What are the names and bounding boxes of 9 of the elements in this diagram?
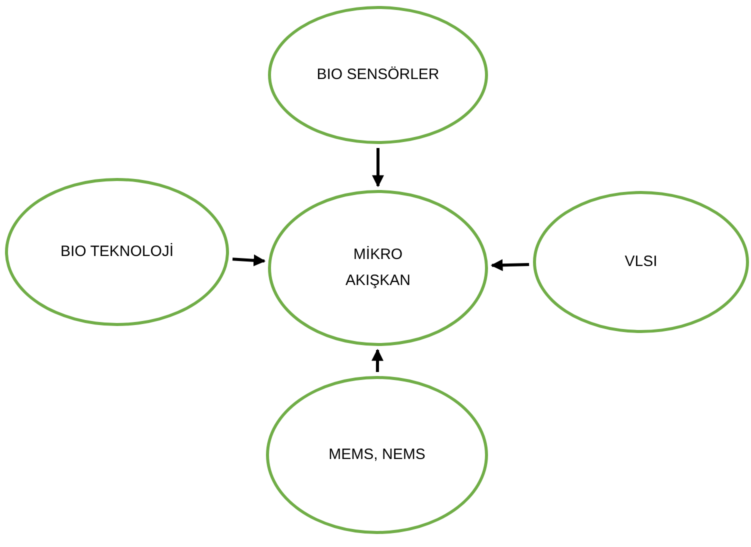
node-label: MEMS, NEMS [328,445,426,465]
node-label: BIO SENSÖRLER [316,65,440,85]
node-label: BIO TEKNOLOJİ [60,242,174,262]
arrow [372,348,384,372]
node-label: VLSI [624,252,658,272]
arrow [372,148,384,188]
arrow [232,254,266,266]
node-label: MİKRO AKIŞKAN [344,245,412,291]
arrow [490,259,530,272]
